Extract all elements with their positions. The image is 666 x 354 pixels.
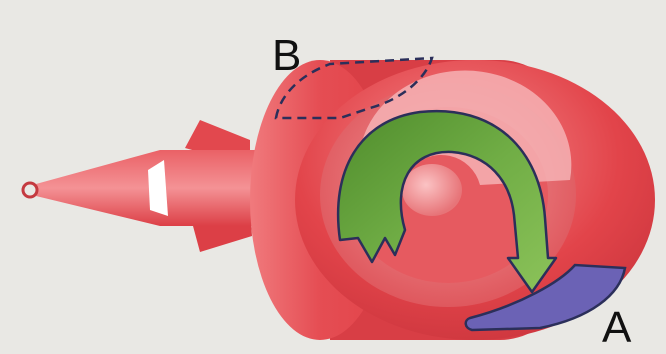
hub bbox=[402, 164, 462, 216]
label-a: A bbox=[602, 303, 632, 352]
label-b: B bbox=[272, 31, 301, 80]
